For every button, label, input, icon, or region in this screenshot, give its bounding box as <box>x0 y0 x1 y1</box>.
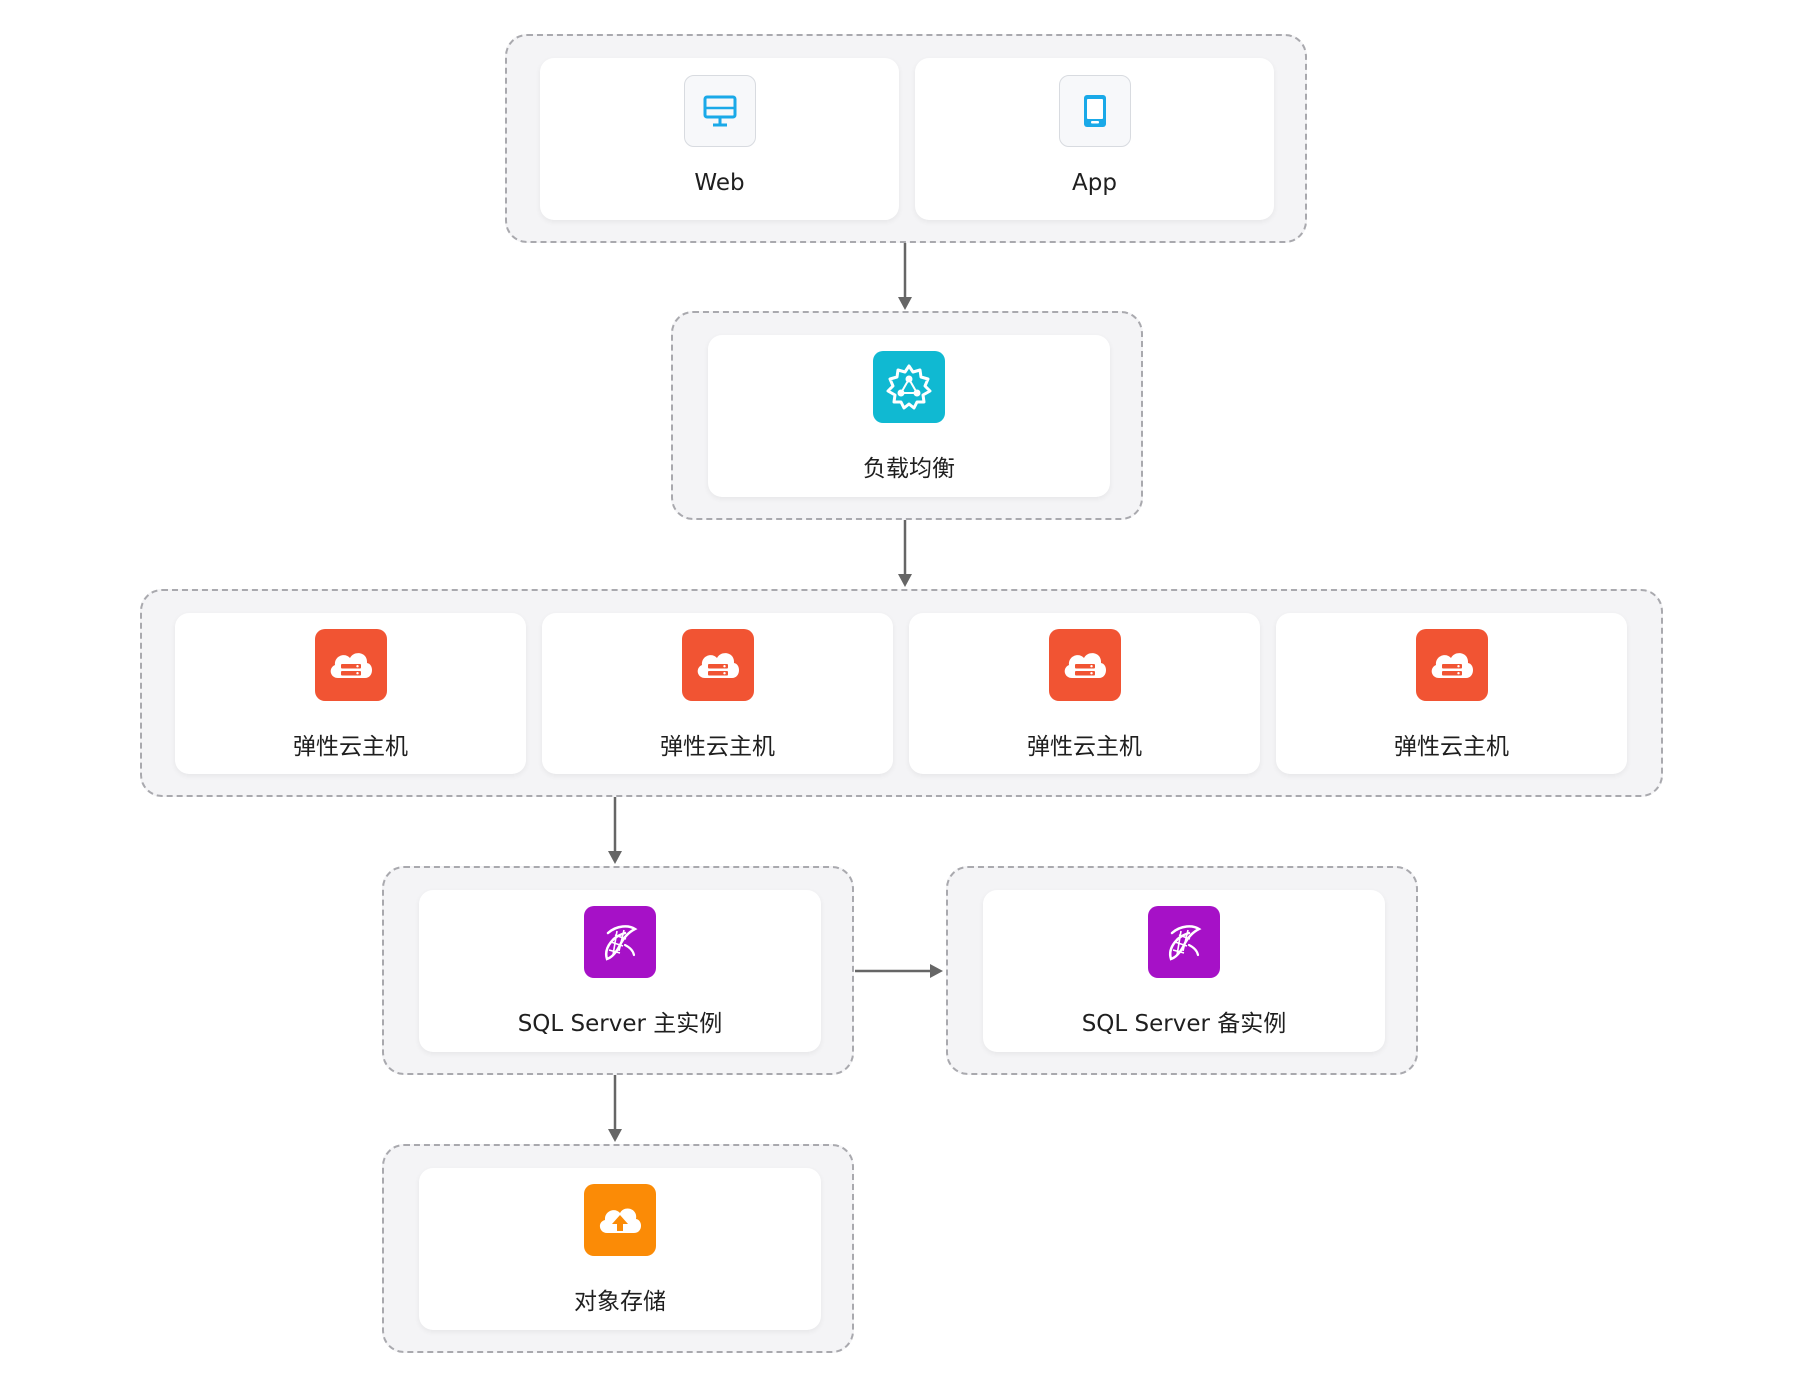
cloud-server-icon <box>315 629 387 701</box>
load-balancer-group: 负载均衡 <box>671 311 1143 520</box>
tablet-icon <box>1059 75 1131 147</box>
ecs-label: 弹性云主机 <box>660 734 775 760</box>
sql-primary-label: SQL Server 主实例 <box>517 1011 723 1037</box>
edge-sql-primary-to-object-storage <box>608 1075 622 1142</box>
sql-server-icon <box>584 906 656 978</box>
ecs-node[interactable]: 弹性云主机 <box>542 613 893 774</box>
sql-server-icon <box>1148 906 1220 978</box>
load-balancer-icon <box>873 351 945 423</box>
ecs-node[interactable]: 弹性云主机 <box>1276 613 1627 774</box>
ecs-group: 弹性云主机 弹性云主机 弹性云主机 <box>140 589 1663 797</box>
web-node[interactable]: Web <box>540 58 899 220</box>
cloud-server-icon <box>682 629 754 701</box>
ecs-label: 弹性云主机 <box>1027 734 1142 760</box>
cloud-server-icon <box>1049 629 1121 701</box>
ecs-node[interactable]: 弹性云主机 <box>909 613 1260 774</box>
object-storage-label: 对象存储 <box>574 1289 666 1315</box>
sql-standby-group: SQL Server 备实例 <box>946 866 1418 1075</box>
load-balancer-label: 负载均衡 <box>863 456 955 482</box>
object-storage-node[interactable]: 对象存储 <box>419 1168 821 1330</box>
sql-primary-node[interactable]: SQL Server 主实例 <box>419 890 821 1052</box>
app-label: App <box>1072 170 1117 196</box>
desktop-monitor-icon <box>684 75 756 147</box>
app-node[interactable]: App <box>915 58 1274 220</box>
sql-standby-label: SQL Server 备实例 <box>1081 1011 1287 1037</box>
load-balancer-node[interactable]: 负载均衡 <box>708 335 1110 497</box>
ecs-label: 弹性云主机 <box>293 734 408 760</box>
edge-load-balancer-to-ecs <box>898 520 912 587</box>
edge-sql-primary-to-sql-standby <box>855 964 943 978</box>
web-label: Web <box>694 170 745 196</box>
sql-standby-node[interactable]: SQL Server 备实例 <box>983 890 1385 1052</box>
ecs-node[interactable]: 弹性云主机 <box>175 613 526 774</box>
edge-clients-to-load-balancer <box>898 243 912 310</box>
clients-group: Web App <box>505 34 1307 243</box>
edge-ecs-to-sql-primary <box>608 797 622 864</box>
cloud-server-icon <box>1416 629 1488 701</box>
object-storage-group: 对象存储 <box>382 1144 854 1353</box>
cloud-upload-icon <box>584 1184 656 1256</box>
sql-primary-group: SQL Server 主实例 <box>382 866 854 1075</box>
ecs-label: 弹性云主机 <box>1394 734 1509 760</box>
